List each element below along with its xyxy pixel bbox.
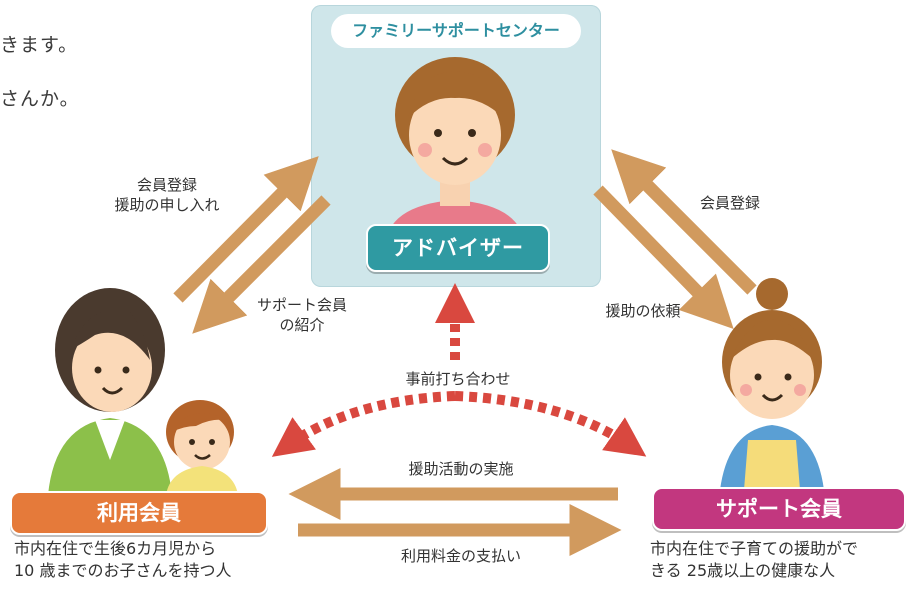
support-member-figure xyxy=(720,278,824,490)
flow-label-assistance-request: 援助の依頼 xyxy=(605,302,681,320)
arrow-center-to-support xyxy=(593,185,734,329)
solid-arrows xyxy=(173,149,757,556)
flow-label-registration-1: 会員登録 xyxy=(136,176,197,194)
flow-label-support-activity: 援助活動の実施 xyxy=(408,460,514,478)
arrow-support-to-center xyxy=(611,149,757,295)
flow-label-introduce-1: サポート会員 xyxy=(256,296,347,314)
flow-label-pre-meeting: 事前打ち合わせ xyxy=(405,370,511,388)
dashed-arrow-to-user xyxy=(271,391,456,457)
intro-line-1: きます。 xyxy=(0,34,79,56)
dashed-arrow-to-support xyxy=(454,391,647,457)
adviser-label: アドバイザー xyxy=(366,224,550,272)
arrow-user-to-center xyxy=(173,156,319,303)
arrow-center-to-user xyxy=(192,195,331,334)
user-member-desc-2: 10 歳までのお子さんを持つ人 xyxy=(14,561,232,580)
adviser-figure xyxy=(385,57,525,250)
dashed-arrows xyxy=(271,283,647,457)
support-member-desc-2: きる 25歳以上の健康な人 xyxy=(650,561,836,580)
support-member-label: サポート会員 xyxy=(652,487,906,531)
flow-label-request: 援助の申し入れ xyxy=(114,196,220,214)
user-member-desc-1: 市内在住で生後6カ月児から xyxy=(14,539,217,558)
user-member-label: 利用会員 xyxy=(10,491,268,535)
intro-line-2: さんか。 xyxy=(0,88,80,110)
support-member-desc-1: 市内在住で子育ての援助がで xyxy=(650,539,859,558)
flow-label-payment: 利用料金の支払い xyxy=(400,547,521,565)
user-member-figure xyxy=(48,288,238,495)
flow-label-registration-2: 会員登録 xyxy=(699,194,760,212)
center-title: ファミリーサポートセンター xyxy=(331,14,581,48)
flow-label-introduce-2: の紹介 xyxy=(279,316,325,334)
